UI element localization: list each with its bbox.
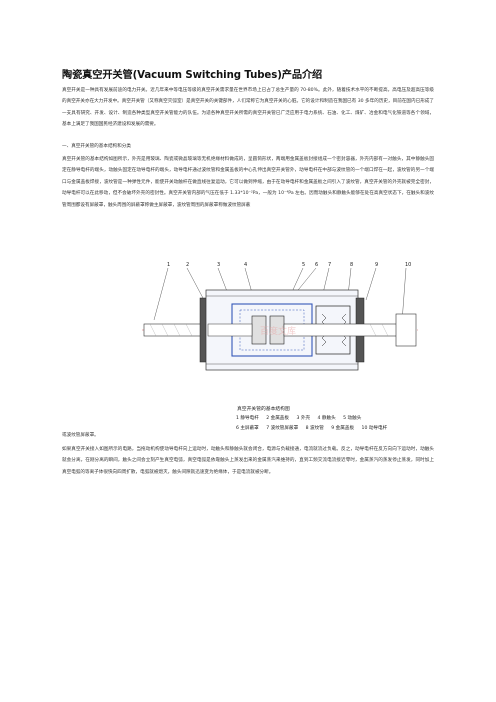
legend-item: 4 静触头 xyxy=(317,416,336,421)
legend-item: 1 静导电杆 xyxy=(236,416,259,421)
callout-1: 1 xyxy=(167,262,170,268)
legend-item: 9 金属盖板 xyxy=(331,426,355,431)
callout-7: 7 xyxy=(328,262,331,268)
page-title: 陶瓷真空开关管(Vacuum Switching Tubes)产品介绍 xyxy=(62,70,323,81)
callout-9: 9 xyxy=(375,262,378,268)
intro-paragraph: 真空开关是一种具有发展前途的电力开关。近几年来中等电压等级的真空开关需求量在世界… xyxy=(62,88,434,128)
section-heading: 一、真空开关管的基本结构和分类 xyxy=(62,144,131,149)
legend-item: 5 动触头 xyxy=(343,416,362,421)
legend-item: 7 波纹管屏蔽罩 xyxy=(266,426,299,431)
structure-paragraph: 真空开关管的基本结构如图所示，外壳是用玻璃、陶瓷或微晶玻璃等无机绝缘材料做成的，… xyxy=(62,157,434,208)
figure-legend: 1 静导电杆 2 金属盖板 3 外壳 4 静触头 5 动触头 6 主屏蔽罩 7 … xyxy=(236,414,436,434)
callout-8: 8 xyxy=(350,262,353,268)
figure-caption: 真空开关管的基本结构图 xyxy=(237,407,290,412)
callout-3: 3 xyxy=(217,262,220,268)
vacuum-switch-diagram: 1 2 3 4 5 6 7 8 9 10 xyxy=(142,262,418,371)
legend-item: 2 金属盖板 xyxy=(266,416,289,421)
legend-item: 3 外壳 xyxy=(296,416,311,421)
structure-tail: 或波纹管屏蔽罩。 xyxy=(62,433,99,438)
watermark: 百度文库 xyxy=(260,325,296,337)
legend-row: 1 静导电杆 2 金属盖板 3 外壳 4 静触头 5 动触头 xyxy=(236,414,436,424)
legend-row: 6 主屏蔽罩 7 波纹管屏蔽罩 8 波纹管 9 金属盖板 10 动导电杆 xyxy=(236,424,436,434)
callout-10: 10 xyxy=(405,262,411,268)
legend-item: 8 波纹管 xyxy=(305,426,324,431)
callout-5: 5 xyxy=(302,262,305,268)
legend-item: 10 动导电杆 xyxy=(361,426,388,431)
callout-4: 4 xyxy=(244,262,247,268)
operation-paragraph: 如果真空开关接入如图所示的电路，当拖动机构使动导电杆向上运动时，动触头和静触头就… xyxy=(62,447,434,475)
legend-item: 6 主屏蔽罩 xyxy=(236,426,259,431)
callout-2: 2 xyxy=(186,262,189,268)
callout-6: 6 xyxy=(315,262,318,268)
